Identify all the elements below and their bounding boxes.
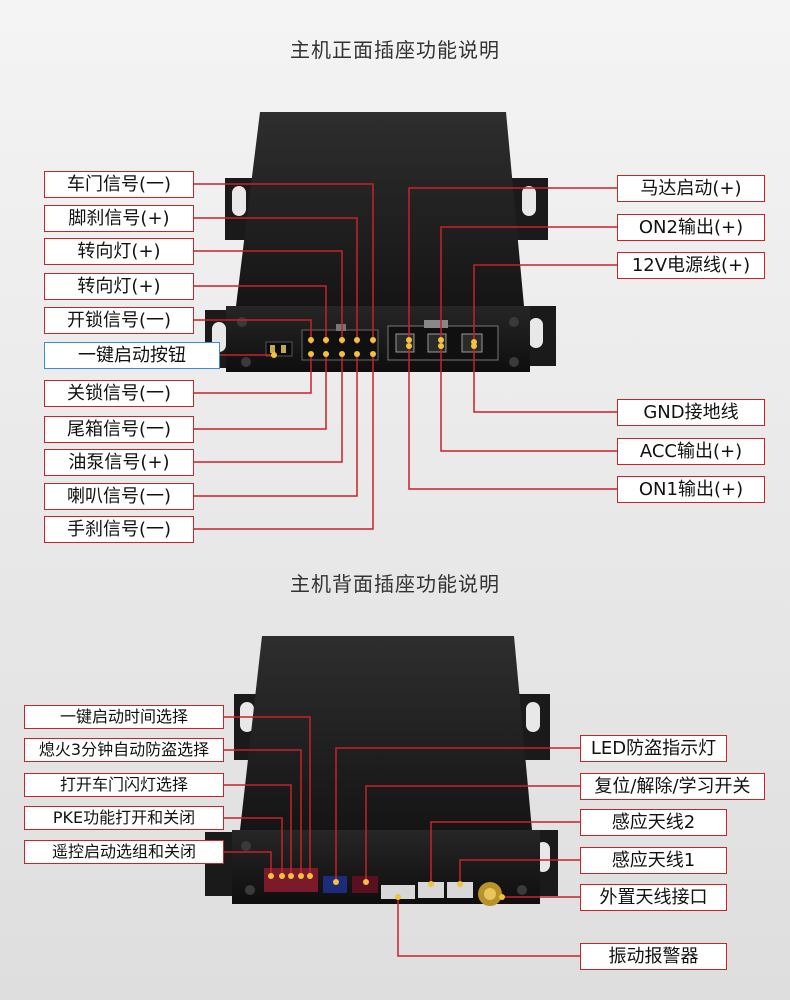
label-lock-signal: 关锁信号(一) (44, 380, 194, 407)
label-vibration-alarm: 振动报警器 (580, 943, 727, 970)
front-title: 主机正面插座功能说明 (290, 38, 500, 62)
label-trunk-signal: 尾箱信号(一) (44, 416, 194, 443)
label-horn-signal: 喇叭信号(一) (44, 483, 194, 510)
label-turn-signal-1: 转向灯(+) (44, 238, 194, 265)
back-left-leaders (224, 716, 311, 874)
label-fuel-pump-signal: 油泵信号(+) (44, 449, 194, 476)
label-auto-arm-select: 熄火3分钟自动防盗选择 (24, 738, 224, 762)
label-unlock-signal: 开锁信号(一) (44, 307, 194, 334)
label-one-key-start-time: 一键启动时间选择 (24, 705, 224, 729)
back-right-leaders (335, 747, 580, 957)
label-external-antenna: 外置天线接口 (580, 884, 727, 911)
back-title: 主机背面插座功能说明 (290, 572, 500, 596)
label-door-signal: 车门信号(一) (44, 171, 194, 198)
label-on1-output: ON1输出(+) (617, 476, 765, 503)
label-motor-start: 马达启动(+) (617, 175, 765, 202)
label-pke-toggle: PKE功能打开和关闭 (24, 806, 224, 830)
label-turn-signal-2: 转向灯(+) (44, 273, 194, 300)
front-left-leaders (194, 183, 374, 530)
label-handbrake-signal: 手刹信号(一) (44, 516, 194, 543)
label-acc-output: ACC输出(+) (617, 438, 765, 465)
label-12v-power: 12V电源线(+) (617, 252, 765, 279)
front-right-leaders (408, 187, 617, 490)
front-device (205, 112, 556, 372)
label-remote-start-group: 遥控启动选组和关闭 (24, 840, 224, 864)
back-left-pins (268, 873, 313, 879)
front-left-pins (271, 337, 376, 358)
back-device (205, 636, 558, 906)
label-door-flash-select: 打开车门闪灯选择 (24, 773, 224, 797)
label-one-key-start-button: 一键启动按钮 (44, 342, 220, 369)
label-antenna-1: 感应天线1 (580, 847, 727, 874)
label-led-indicator: LED防盗指示灯 (580, 735, 727, 762)
label-on2-output: ON2输出(+) (617, 214, 765, 241)
label-brake-signal: 脚刹信号(+) (44, 205, 194, 232)
front-right-pins (406, 337, 477, 349)
back-right-pins (333, 879, 505, 900)
label-antenna-2: 感应天线2 (580, 809, 727, 836)
label-reset-learn-switch: 复位/解除/学习开关 (580, 773, 765, 800)
label-gnd-ground: GND接地线 (617, 399, 765, 426)
